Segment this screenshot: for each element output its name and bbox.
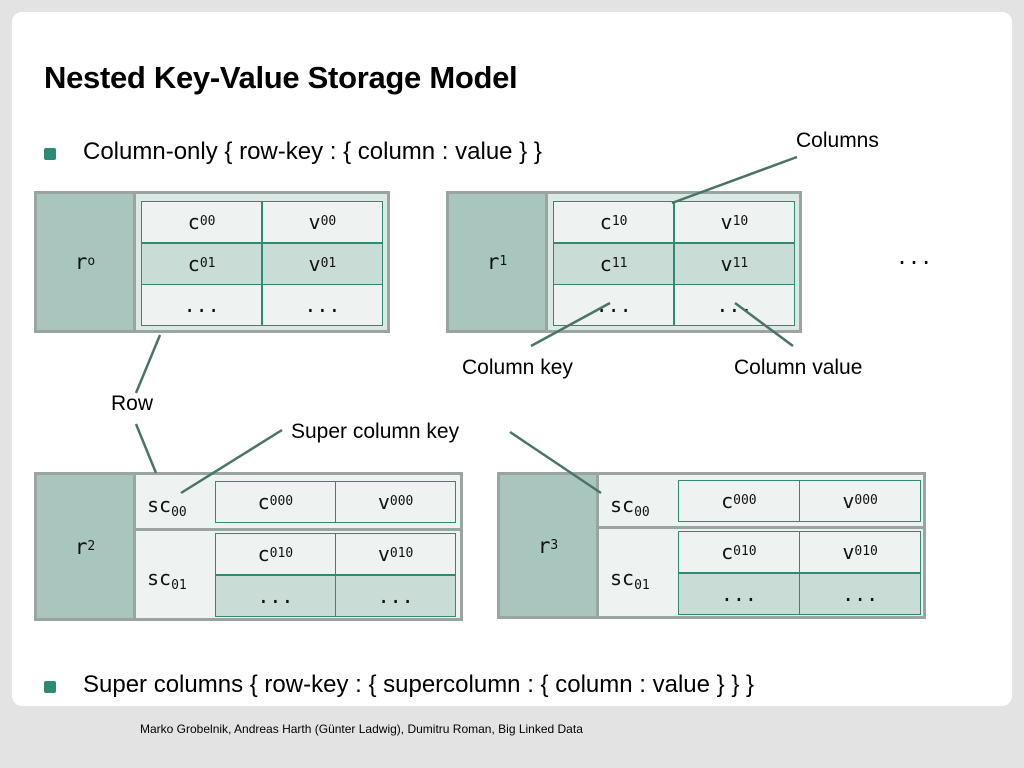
slide-title: Nested Key-Value Storage Model xyxy=(44,60,518,95)
supercolumn-key-r3-sc00: sc00 xyxy=(610,493,650,520)
column-value-cell: ... xyxy=(674,285,794,325)
label-super-column-key: Super column key xyxy=(291,420,460,443)
row-pointer-line-top xyxy=(134,334,162,394)
footer-credits: Marko Grobelnik, Andreas Harth (Günter L… xyxy=(140,722,583,736)
bullet-column-only: Column-only { row-key : { column : value… xyxy=(83,138,542,165)
bullet-marker xyxy=(44,148,56,160)
label-columns: Columns xyxy=(796,129,879,152)
label-column-value: Column value xyxy=(734,356,863,379)
label-row: Row xyxy=(111,392,154,415)
supercolumn-key-r2-sc00: sc00 xyxy=(147,493,187,520)
column-key-cell: ... xyxy=(679,573,799,614)
row-pointer-line-bottom xyxy=(134,423,158,474)
column-key-cell: ... xyxy=(142,285,262,325)
super-column-key-pointer-left xyxy=(180,428,283,495)
column-value-cell: ... xyxy=(800,573,920,614)
column-value-cell: ... xyxy=(262,285,382,325)
label-column-key: Column key xyxy=(462,356,573,379)
label-more-rows: ... xyxy=(896,245,933,269)
column-key-cell: ... xyxy=(554,285,674,325)
supercolumn-key-r2-sc01: sc01 xyxy=(147,566,187,593)
column-value-cell: ... xyxy=(336,575,455,616)
column-value-pointer-line xyxy=(734,301,794,348)
supercolumn-divider xyxy=(599,526,923,529)
column-key-cell: ... xyxy=(216,575,335,616)
supercolumn-key-r3-sc01: sc01 xyxy=(610,566,650,593)
supercolumn-divider xyxy=(136,528,460,531)
bullet-marker xyxy=(44,681,56,693)
bullet-super-columns: Super columns { row-key : { supercolumn … xyxy=(83,671,755,698)
columns-pointer-line xyxy=(671,155,798,205)
column-key-pointer-line xyxy=(530,301,611,348)
super-column-key-pointer-right xyxy=(509,430,602,495)
